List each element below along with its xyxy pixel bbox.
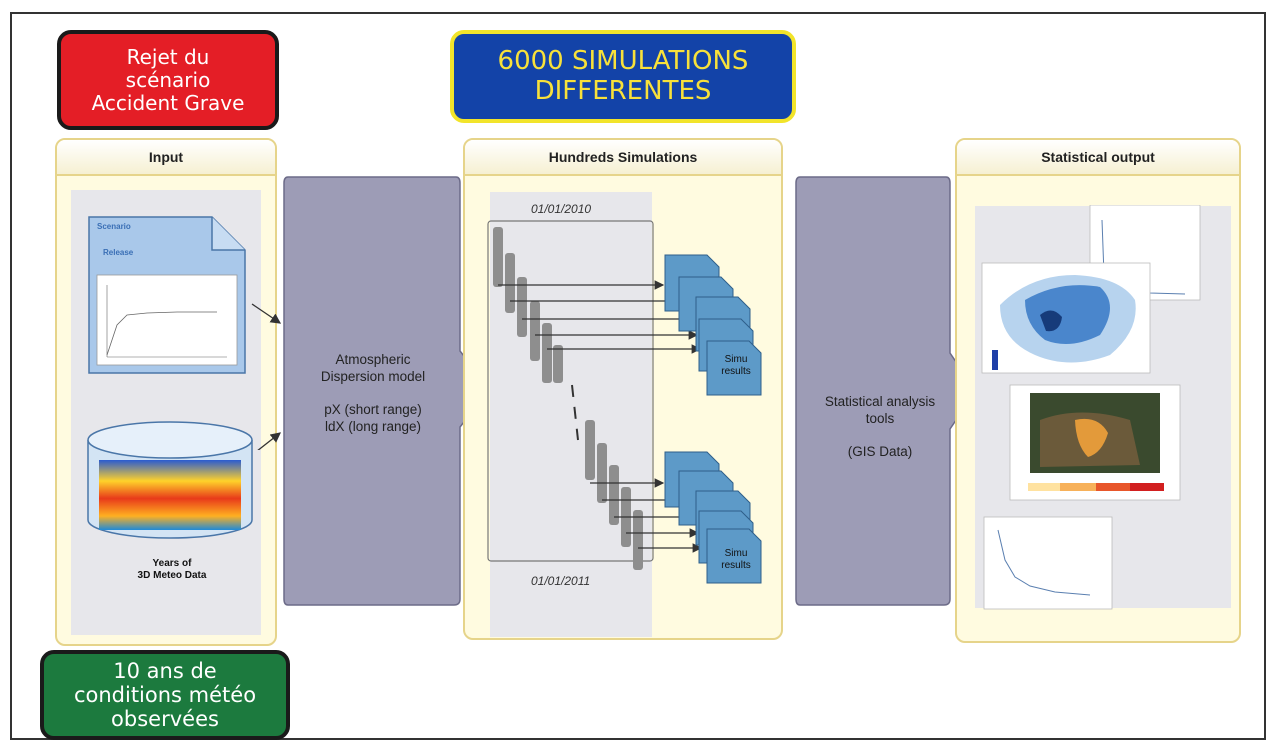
dispersion-model-arrow [283,176,491,606]
result-line: Simu [724,548,748,559]
statistical-output-figures [981,205,1201,610]
simu-results-label-bottom: Simu results [710,548,762,571]
input-panel: Input Scenario Release Years of 3D Meteo… [55,138,277,646]
input-panel-title: Input [57,140,275,176]
release-label: Release [103,248,134,257]
dispersion-model-text: Atmospheric Dispersion model pX (short r… [284,352,462,436]
end-date: 01/01/2011 [531,574,591,588]
callout-line: DIFFERENTES [534,75,712,106]
start-date: 01/01/2010 [531,202,592,216]
simulations-count-callout: 6000 SIMULATIONS DIFFERENTES [450,30,796,123]
result-line: Simu [724,354,748,365]
callout-line: 6000 SIMULATIONS [497,45,749,76]
meteo-data-label-line: 3D Meteo Data [137,569,207,581]
scenario-label: Scenario [97,222,131,231]
statistical-line: tools [865,410,895,426]
dispersion-line: Dispersion model [320,368,426,384]
dispersion-line [284,386,462,402]
simulations-panel-title: Hundreds Simulations [465,140,781,176]
dispersion-line: Atmospheric [335,352,411,367]
result-line: results [721,559,751,571]
statistical-line: Statistical analysis [824,394,936,409]
meteo-data-label: Years of 3D Meteo Data [87,558,257,581]
meteo-database-icon [87,421,253,539]
callout-line: 10 ans de [113,658,217,683]
statistical-analysis-text: Statistical analysis tools (GIS Data) [796,394,964,461]
simu-results-label-top: Simu results [710,354,762,377]
release-scenario-callout: Rejet du scénario Accident Grave [57,30,279,130]
statistical-output-title: Statistical output [957,140,1239,176]
callout-line: observées [111,707,219,732]
statistical-analysis-arrow [795,176,977,606]
simulations-diagram [487,220,762,584]
slide-frame [10,12,1266,740]
callout-line: Accident Grave [91,90,245,115]
statistical-line [796,428,964,444]
meteo-conditions-callout: 10 ans de conditions météo observées [40,650,290,740]
result-line: results [721,365,751,377]
dispersion-line: pX (short range) [324,401,422,417]
meteo-data-label-line: Years of [152,558,192,569]
statistical-line: (GIS Data) [847,443,913,459]
input-connectors [251,303,282,450]
callout-line: Rejet du [126,44,210,69]
callout-line: conditions météo [73,682,257,707]
scenario-release-document-icon [88,216,246,374]
dispersion-line: ldX (long range) [324,418,422,434]
simulations-timeline-panel [490,192,652,637]
callout-line: scénario [125,67,211,92]
